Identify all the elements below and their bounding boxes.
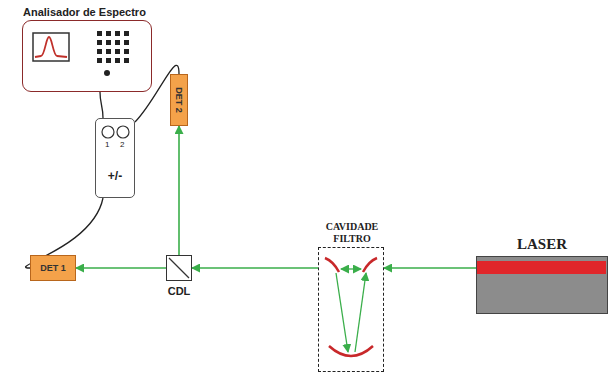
keypad-key (106, 49, 111, 54)
component-label: CAVIDADE FILTRO (309, 221, 395, 245)
keypad-key (106, 40, 111, 45)
laser-source: LASER (476, 256, 608, 314)
keypad-key (106, 58, 111, 63)
laser-stripe (477, 261, 606, 274)
component-label: CDL (168, 285, 191, 297)
intracavity-beam (336, 273, 348, 352)
cavity-mirror (325, 258, 339, 272)
signal-cable (100, 92, 103, 118)
instrument-label: Analisador de Espectro (23, 6, 146, 18)
input-port (102, 126, 114, 138)
laser-body (477, 257, 607, 313)
cube-diagonal (167, 256, 191, 280)
keypad-key (97, 49, 102, 54)
connector-jack (104, 70, 110, 76)
analyzer-face (23, 21, 151, 91)
keypad-key (97, 40, 102, 45)
keypad-key (124, 49, 129, 54)
subtractor-face (96, 119, 134, 197)
keypad-key (124, 40, 129, 45)
spectrum-trace (35, 37, 67, 57)
detector-box: DET 1 (30, 255, 76, 281)
keypad-key (115, 31, 120, 36)
spectrum-analyzer: Analisador de Espectro (22, 20, 152, 92)
beam-splitter-cube: CDL (166, 255, 192, 281)
keypad-key (97, 58, 102, 63)
keypad-key (124, 58, 129, 63)
keypad-key (124, 31, 129, 36)
laser-beam (178, 126, 180, 255)
subtractor-box: 1 2 +/- (95, 118, 135, 198)
laser-beam (76, 267, 166, 269)
operation-sign: +/- (108, 169, 122, 183)
curved-mirror (329, 346, 373, 356)
intracavity-beam (355, 273, 366, 352)
cavity-mirror (363, 258, 377, 272)
keypad-key (115, 49, 120, 54)
port-number: 1 (105, 140, 109, 149)
keypad-key (106, 31, 111, 36)
analyzer-screen (33, 33, 69, 61)
detector-box: DET 2 (170, 74, 188, 126)
splitter-surface (169, 258, 189, 278)
cavity-optics (319, 248, 383, 371)
detector-label: DET 1 (40, 263, 66, 273)
filter-cavity: CAVIDADE FILTRO (318, 247, 384, 372)
intracavity-beam (341, 268, 361, 269)
keypad-key (97, 31, 102, 36)
input-port (117, 126, 129, 138)
detector-label: DET 2 (174, 87, 184, 113)
laser-beam (192, 267, 318, 269)
laser-beam (384, 267, 476, 269)
component-label: LASER (477, 236, 607, 253)
keypad-key (115, 58, 120, 63)
keypad-key (115, 40, 120, 45)
port-number: 2 (120, 140, 124, 149)
